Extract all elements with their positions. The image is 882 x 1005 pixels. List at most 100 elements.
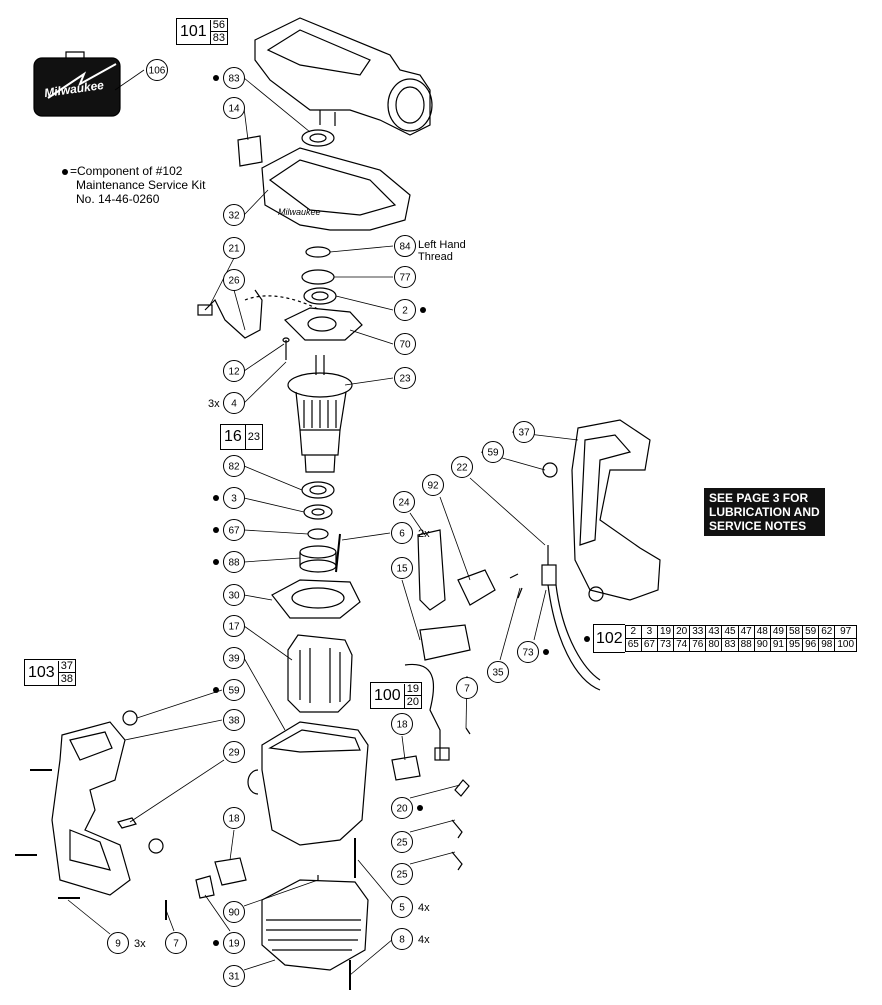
- balloon-label: 2: [402, 306, 408, 317]
- balloon-circle: [391, 896, 413, 918]
- part-balloon: 90: [223, 901, 245, 923]
- balloon-label: 8: [399, 935, 405, 946]
- kit-part-cell: 91: [769, 638, 787, 652]
- balloon-circle: [107, 932, 129, 954]
- legend-line-1: =Component of #102: [70, 164, 183, 178]
- balloon-label: 5: [399, 903, 405, 914]
- part-balloon: 70: [394, 333, 416, 355]
- part-balloon: 39: [223, 647, 245, 669]
- baffle-drawing: [271, 579, 361, 619]
- part-balloon: 29: [223, 741, 245, 763]
- part-balloon: 22: [451, 456, 473, 478]
- balloon-label: 24: [398, 498, 410, 509]
- part-balloon: 15: [391, 557, 413, 579]
- kit-part-cell: 90: [753, 638, 771, 652]
- balloon-label: 14: [228, 104, 240, 115]
- balloon-label: 17: [228, 622, 240, 633]
- handle-37-drawing: [571, 419, 661, 601]
- balloon-circle: [393, 491, 415, 513]
- callout-sub-top: 23: [247, 431, 261, 443]
- left-hand-line-2: Thread: [418, 251, 453, 263]
- kit-part-cell: 73: [656, 638, 675, 652]
- balloon-label: 83: [228, 74, 240, 85]
- armature-drawing: [287, 355, 353, 473]
- balloon-label: 21: [228, 244, 240, 255]
- balloon-label: 7: [173, 939, 179, 950]
- bearing-2-drawing: [303, 287, 337, 305]
- brush-holder-drawing: [214, 857, 247, 886]
- bearing-83-drawing: [301, 129, 335, 147]
- balloon-circle: [223, 487, 245, 509]
- part-balloon: 59: [213, 679, 245, 701]
- balloon-circle: [223, 679, 245, 701]
- balloon-circle: [391, 863, 413, 885]
- kit-part-cell: 98: [818, 638, 836, 652]
- balloon-label: 35: [492, 668, 504, 679]
- kit-part-cell: 97: [834, 625, 858, 639]
- balloon-label: 59: [228, 686, 240, 697]
- balloon-label: 70: [399, 340, 411, 351]
- kit-part-cell: 43: [705, 625, 723, 639]
- balloon-label: 39: [228, 654, 240, 665]
- balloon-circle: [422, 474, 444, 496]
- balloon-label: 18: [396, 720, 408, 731]
- balloon-circle: [223, 807, 245, 829]
- part-balloon: 25: [391, 831, 413, 853]
- kit-part-cell: 20: [673, 625, 691, 639]
- balloon-circle: [223, 932, 245, 954]
- part-balloon: 31: [223, 965, 245, 987]
- part-balloon: 25: [391, 863, 413, 885]
- kit-part-cell: 3: [640, 625, 658, 639]
- kit-part-cell: 88: [737, 638, 755, 652]
- callout-16: 16 23: [220, 424, 264, 450]
- balloon-label: 7: [464, 684, 470, 695]
- balloon-circle: [146, 59, 168, 81]
- balloon-circle: [223, 901, 245, 923]
- balloon-label: 6: [399, 529, 405, 540]
- callout-number: 16: [221, 425, 246, 449]
- balloon-circle: [456, 677, 478, 699]
- part-balloon: 43x: [208, 392, 245, 414]
- callout-sub-top: 19: [404, 683, 421, 696]
- kit-legend: =Component of #102 Maintenance Service K…: [62, 164, 205, 206]
- balloon-circle: [391, 713, 413, 735]
- part-balloon: 2: [394, 299, 426, 321]
- part-balloon: 67: [213, 519, 245, 541]
- kit-number: 102: [593, 624, 625, 653]
- callout-sub-top: 37: [58, 660, 75, 673]
- left-hand-line-1: Left Hand: [418, 239, 466, 251]
- balloon-circle: [223, 360, 245, 382]
- callout-sub-bottom: 38: [60, 673, 73, 685]
- wire-drawing: [204, 289, 263, 339]
- flange-70-drawing: [283, 307, 363, 341]
- balloon-circle: [223, 965, 245, 987]
- balloon-label: 12: [228, 367, 240, 378]
- kit-bullet-icon: [213, 940, 219, 946]
- kit-part-cell: 100: [834, 638, 858, 652]
- balloon-label: 19: [228, 939, 240, 950]
- part-balloon: 59: [482, 441, 504, 463]
- balloon-circle: [391, 831, 413, 853]
- part-balloon: 19: [213, 932, 245, 954]
- balloon-circle: [223, 237, 245, 259]
- balloon-circle: [517, 641, 539, 663]
- kit-bullet-icon: [62, 168, 68, 175]
- balloon-label: 31: [228, 972, 240, 983]
- kit-part-cell: 62: [818, 625, 836, 639]
- kit-bullet-icon: [420, 307, 426, 313]
- kit-part-cell: 19: [656, 625, 675, 639]
- balloon-circle: [223, 647, 245, 669]
- service-notes-badge: SEE PAGE 3 FOR LUBRICATION AND SERVICE N…: [704, 488, 825, 536]
- callout-number: 103: [25, 660, 59, 685]
- balloon-circle: [394, 266, 416, 288]
- balloon-label: 73: [522, 648, 534, 659]
- balloon-label: 106: [149, 66, 166, 77]
